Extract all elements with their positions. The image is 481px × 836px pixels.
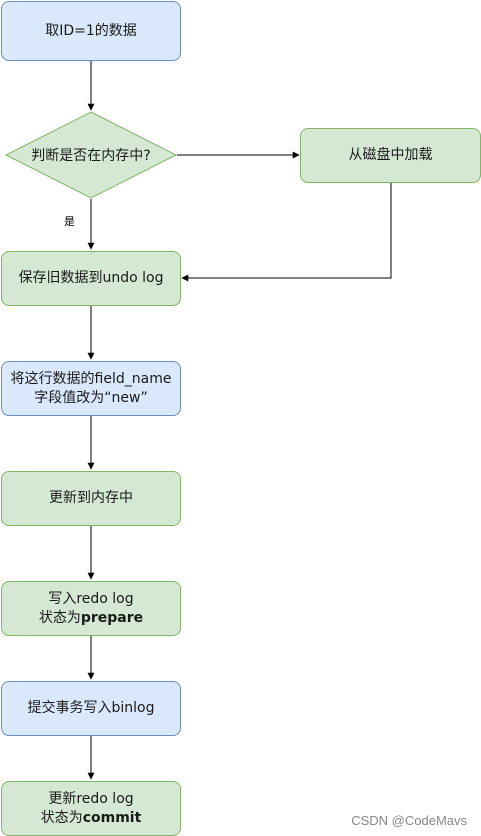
node-save-undo-log: 保存旧数据到undo log bbox=[1, 251, 181, 306]
node-modify-field: 将这行数据的field_name 字段值改为“new” bbox=[1, 361, 181, 416]
node-commit-binlog: 提交事务写入binlog bbox=[1, 681, 181, 736]
node-redo-prepare-line2: 状态为prepare bbox=[39, 609, 143, 628]
node-redo-prepare-prefix: 状态为 bbox=[38, 609, 81, 626]
node-save-undo-log-label: 保存旧数据到undo log bbox=[18, 270, 164, 286]
node-redo-prepare: 写入redo log 状态为prepare bbox=[1, 581, 181, 636]
node-update-memory: 更新到内存中 bbox=[1, 471, 181, 526]
node-redo-commit-state: commit bbox=[82, 809, 142, 826]
node-fetch-id1-label: 取ID=1的数据 bbox=[45, 22, 137, 39]
node-redo-commit: 更新redo log 状态为commit bbox=[1, 781, 181, 836]
node-redo-prepare-state: prepare bbox=[80, 609, 144, 626]
arrow-load-disk-to-save-undo bbox=[181, 183, 392, 282]
node-load-from-disk-label: 从磁盘中加载 bbox=[348, 147, 433, 163]
node-commit-binlog-label: 提交事务写入binlog bbox=[27, 700, 155, 716]
node-redo-commit-line2: 状态为commit bbox=[41, 809, 142, 828]
node-load-from-disk: 从磁盘中加载 bbox=[300, 128, 481, 183]
node-redo-commit-line1: 更新redo log bbox=[48, 790, 134, 807]
node-redo-prepare-line1: 写入redo log bbox=[48, 590, 134, 607]
node-update-memory-label: 更新到内存中 bbox=[49, 490, 133, 506]
edge-yes-label: 是 bbox=[64, 215, 75, 228]
node-redo-commit-prefix: 状态为 bbox=[40, 809, 83, 826]
node-modify-field-line1: 将这行数据的field_name bbox=[10, 370, 172, 387]
node-modify-field-line2: 字段值改为“new” bbox=[34, 389, 148, 406]
node-decision-label-wrap: 判断是否在内存中? bbox=[6, 135, 176, 175]
decision-diamond bbox=[4, 111, 178, 199]
watermark: CSDN @CodeMavs bbox=[351, 813, 467, 828]
node-fetch-id1: 取ID=1的数据 bbox=[1, 1, 181, 61]
node-decision-label: 判断是否在内存中? bbox=[31, 148, 151, 164]
